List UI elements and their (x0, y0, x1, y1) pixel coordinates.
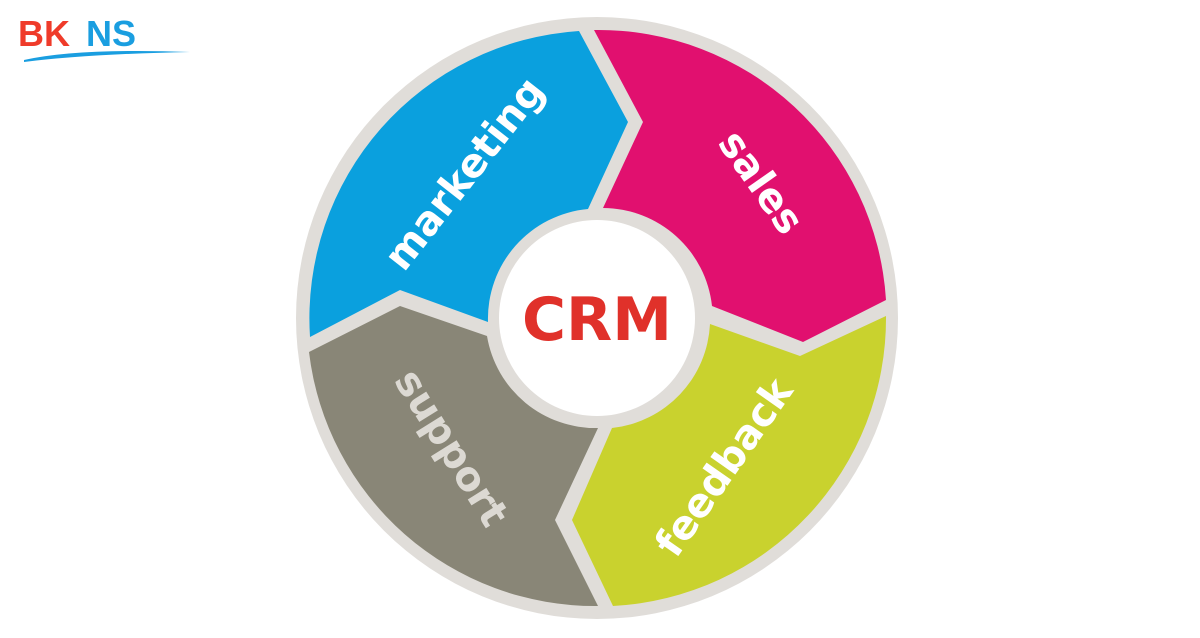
center-label-crm: CRM (522, 285, 672, 355)
segment-sales (594, 29, 886, 342)
segment-feedback (572, 316, 887, 606)
center-circle (499, 220, 695, 416)
logo-text-bk: BK (18, 13, 70, 54)
logo-swoosh (24, 51, 190, 62)
segment-marketing (309, 31, 628, 337)
logo-text-ns: NS (86, 13, 136, 54)
segment-support (309, 306, 598, 607)
bkns-logo: BK NS (18, 13, 190, 62)
